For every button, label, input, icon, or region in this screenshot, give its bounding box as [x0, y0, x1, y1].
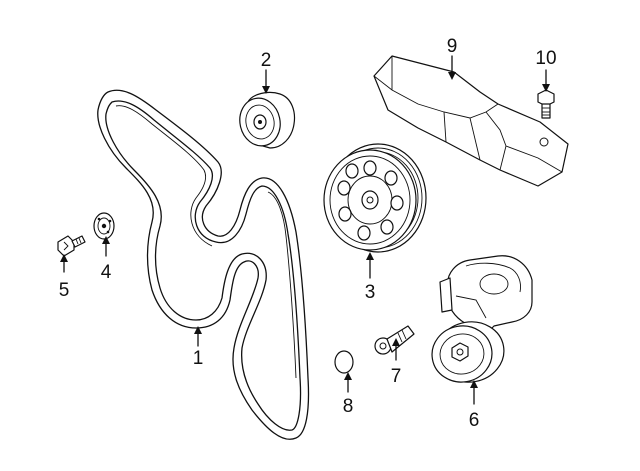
plug-part[interactable] — [334, 350, 354, 374]
crankshaft-pulley-part[interactable] — [323, 143, 427, 253]
belt-tensioner-part[interactable] — [428, 255, 533, 388]
pulley-cap-part[interactable] — [93, 212, 115, 240]
heat-shield-part[interactable] — [373, 55, 569, 187]
callout-7-label: 7 — [391, 366, 402, 387]
tensioner-bolt-part[interactable] — [374, 325, 415, 355]
idler-pulley-part[interactable] — [235, 91, 296, 149]
idler-bolt-part[interactable] — [57, 235, 86, 257]
callout-6-label: 6 — [469, 410, 480, 431]
callout-1-label: 1 — [193, 348, 204, 369]
shield-bolt-part[interactable] — [537, 89, 555, 119]
callout-8-label: 8 — [343, 396, 354, 417]
callout-5-label: 5 — [59, 280, 70, 301]
callout-3-label: 3 — [365, 282, 376, 303]
serpentine-belt-part[interactable] — [97, 89, 310, 440]
callout-2-label: 2 — [261, 50, 272, 71]
callout-4-label: 4 — [101, 262, 112, 283]
callout-10-label: 10 — [535, 48, 556, 69]
callout-9-label: 9 — [447, 36, 458, 57]
